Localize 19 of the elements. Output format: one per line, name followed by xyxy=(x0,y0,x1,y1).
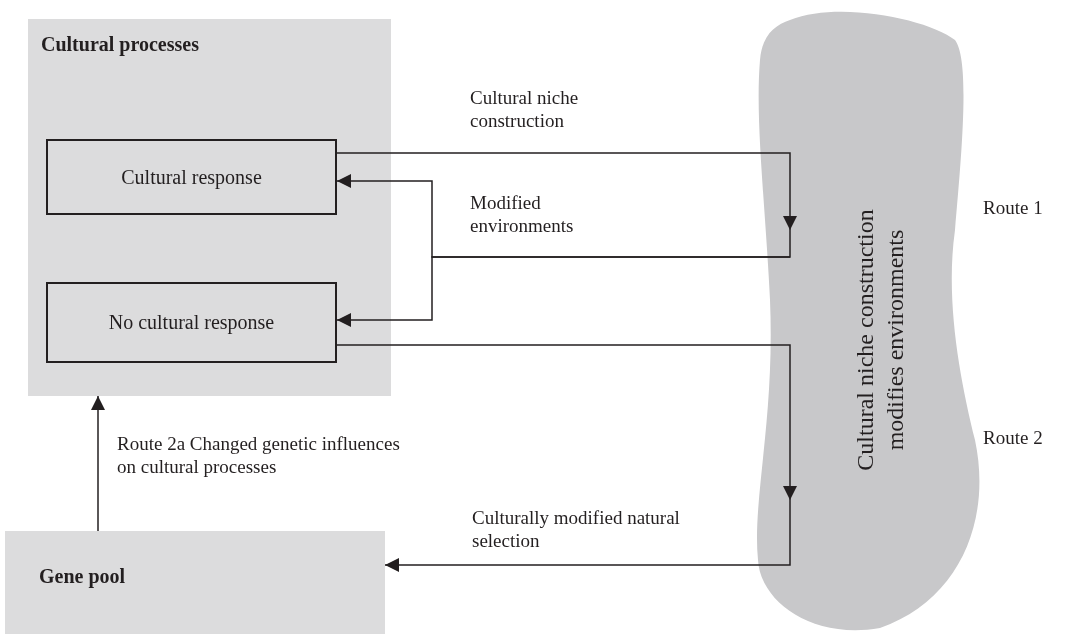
panel-title: Gene pool xyxy=(39,565,126,588)
arrow xyxy=(336,174,791,258)
arrow xyxy=(336,256,791,327)
group-title: Cultural processes xyxy=(41,33,199,56)
edge-label: Cultural niche construction xyxy=(470,86,580,132)
pool-panel xyxy=(5,531,385,634)
node-text: Cultural niche construction modifies environments xyxy=(851,208,909,473)
process-box: Cultural response xyxy=(46,139,337,215)
group-panel xyxy=(28,19,391,396)
route-label: Route 2 xyxy=(983,426,1043,449)
process-box: No cultural response xyxy=(46,282,337,363)
arrow xyxy=(336,344,797,501)
edge-label: Culturally modified natural selection xyxy=(472,506,681,552)
edge-label: Modified environments xyxy=(470,191,575,237)
arrow xyxy=(336,152,797,231)
route-label: Route 1 xyxy=(983,196,1043,219)
arrow xyxy=(384,499,791,572)
edge-label: Route 2a Changed genetic influences on cultural processes xyxy=(117,432,401,478)
arrow xyxy=(91,395,105,532)
